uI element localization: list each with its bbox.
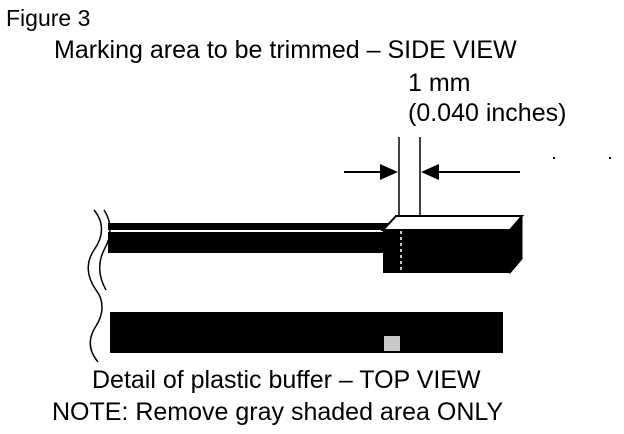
top-view-title: Detail of plastic buffer – TOP VIEW (92, 366, 481, 394)
scan-specks (553, 157, 611, 159)
dimension-arrow-right (421, 164, 520, 180)
side-view-title: Marking area to be trimmed – SIDE VIEW (54, 36, 517, 64)
top-view-buffer (110, 312, 503, 353)
dimension-metric-label: 1 mm (408, 69, 471, 97)
figure-label: Figure 3 (6, 5, 91, 31)
dimension-imperial-label: (0.040 inches) (408, 99, 567, 127)
note-text: NOTE: Remove gray shaded area ONLY (52, 398, 504, 426)
side-view-buffer (108, 214, 525, 275)
dimension-arrow-left (344, 164, 398, 180)
dimension-extension-lines (398, 137, 421, 216)
trim-area-shaded (384, 336, 400, 351)
break-lines (87, 209, 111, 363)
